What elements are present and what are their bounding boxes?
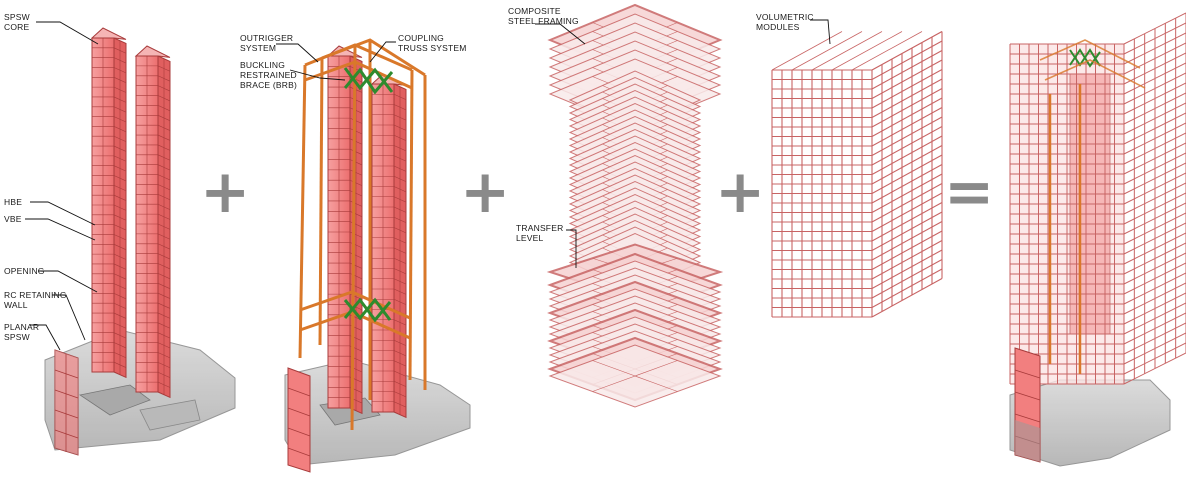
module-beam (871, 278, 943, 318)
panel-composite-framing: COMPOSITE STEEL FRAMING TRANSFER LEVEL (508, 3, 724, 408)
combined-frame (1009, 12, 1186, 385)
panel1-leaders (25, 21, 99, 351)
module-beam (871, 50, 943, 90)
panel-outrigger: OUTRIGGER SYSTEM BUCKLING RESTRAINED BRA… (240, 33, 471, 473)
label-hbe: HBE (4, 197, 22, 207)
module-beam (871, 97, 943, 137)
module-top-beam (791, 31, 863, 71)
module-beam (871, 164, 943, 204)
module-beam (871, 107, 943, 147)
module-top-beam (831, 31, 903, 71)
module-beam (871, 145, 943, 185)
module-top-beam (811, 31, 883, 71)
module-beam (871, 59, 943, 99)
module-beam (871, 154, 943, 194)
floor-beam (592, 360, 678, 392)
combined-planar-spsw (1014, 347, 1041, 463)
plus-operator-3: + (715, 157, 765, 227)
module-beam (871, 173, 943, 213)
label-spsw-core: SPSW CORE (4, 12, 32, 32)
spsw-core-left (90, 27, 127, 379)
label-composite-steel-framing: COMPOSITE STEEL FRAMING (508, 6, 579, 26)
spsw-core-right (134, 45, 171, 399)
brb-braces (343, 67, 394, 323)
module-beam (871, 259, 943, 299)
label-volumetric-modules: VOLUMETRIC MODULES (756, 12, 816, 32)
panel2-leaders (276, 41, 396, 81)
panel4-leaders (810, 19, 831, 45)
module-top-beam (851, 31, 923, 71)
module-beam (871, 230, 943, 270)
module-beam (871, 69, 943, 109)
module-beam (871, 116, 943, 156)
module-beam (871, 268, 943, 308)
combined-crown-outrigger (1039, 39, 1146, 89)
core-right-2 (370, 73, 407, 419)
module-beam (871, 211, 943, 251)
label-outrigger-system: OUTRIGGER SYSTEM (240, 33, 296, 53)
combined-crown-brb (1069, 48, 1101, 68)
equals-operator: = (944, 157, 994, 227)
label-planar-spsw: PLANAR SPSW (4, 322, 42, 342)
module-beam (871, 192, 943, 232)
outrigger-top-truss (304, 38, 426, 90)
label-transfer-level: TRANSFER LEVEL (516, 223, 566, 243)
module-beam (871, 88, 943, 128)
outrigger-bottom-truss (299, 290, 411, 340)
planar-spsw-2 (287, 367, 311, 473)
plus-operator-2: + (460, 157, 510, 227)
module-top-beam (871, 31, 943, 71)
composite-floor-stack (546, 3, 724, 408)
label-rc-retaining-wall: RC RETAINING WALL (4, 290, 69, 310)
panel3-leaders (535, 23, 586, 268)
module-beam (871, 221, 943, 261)
label-opening: OPENING (4, 266, 45, 276)
panel-combined-building (1009, 12, 1186, 467)
module-beam (871, 240, 943, 280)
module-top-beam (771, 31, 843, 71)
plus-operator-1: + (200, 157, 250, 227)
core-roof (134, 45, 171, 58)
core-roof (90, 27, 127, 40)
module-beam (871, 40, 943, 80)
module-beam (871, 78, 943, 118)
module-beam (871, 202, 943, 242)
module-beam (871, 135, 943, 175)
module-grid (771, 31, 943, 318)
core-left-2 (326, 45, 363, 415)
panel-spsw-core: SPSW CORE HBE VBE OPENING RC RETAINING W… (4, 12, 236, 456)
module-beam (871, 183, 943, 223)
module-beam (871, 249, 943, 289)
label-coupling-truss: COUPLING TRUSS SYSTEM (398, 33, 467, 53)
planar-spsw (54, 349, 79, 456)
panel-volumetric-modules: VOLUMETRIC MODULES (756, 12, 943, 318)
label-brb: BUCKLING RESTRAINED BRACE (BRB) (240, 60, 299, 90)
module-beam (871, 126, 943, 166)
label-vbe: VBE (4, 214, 22, 224)
